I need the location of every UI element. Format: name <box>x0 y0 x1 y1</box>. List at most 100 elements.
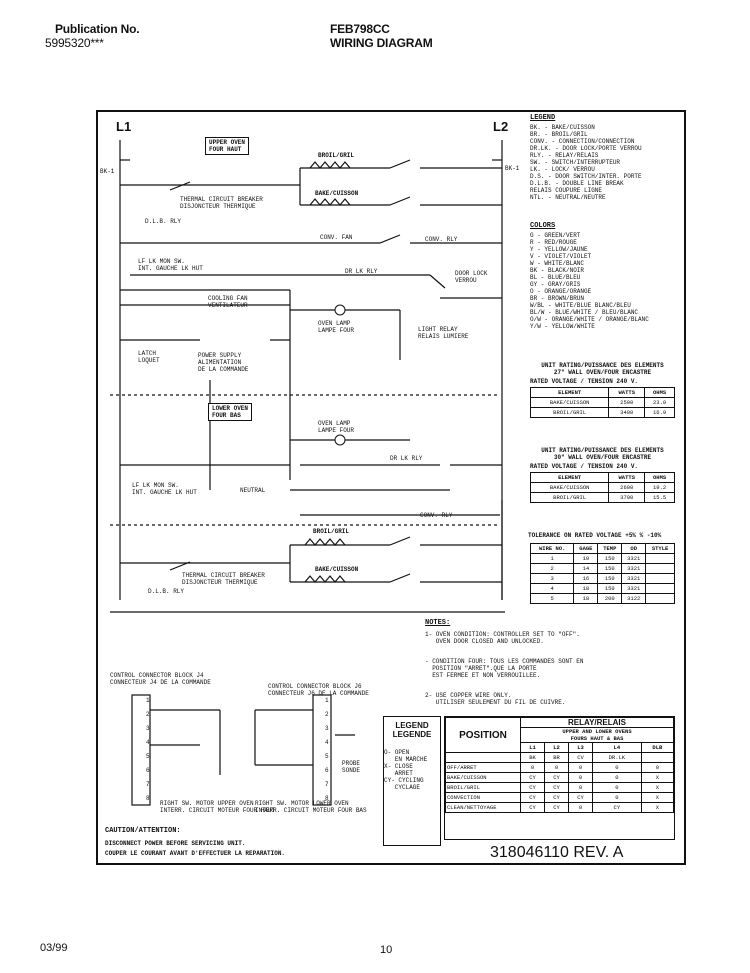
relay-cell: 0 <box>568 772 593 783</box>
color-entry: BL - BLUE/BLEU <box>530 274 581 281</box>
caution-line-1: DISCONNECT POWER BEFORE SERVICING UNIT. <box>105 840 246 847</box>
neutral-label: NEUTRAL <box>240 487 266 494</box>
relay-col: L3 <box>568 742 593 753</box>
right-switch-lower-label: RIGHT SW. MOTOR LOWER OVEN INTERR. CIRCU… <box>255 800 367 814</box>
svg-text:2: 2 <box>325 711 329 718</box>
th: WATTS <box>608 472 646 483</box>
svg-text:7: 7 <box>325 781 329 788</box>
relay-row-label: BAKE/CUISSON <box>445 772 521 783</box>
door-lock-relay-lower: DR LK RLY <box>390 455 423 462</box>
relay-col2: BK <box>520 752 545 763</box>
latch-label: LATCH LOQUET <box>138 350 160 364</box>
lower-oven-label: LOWER OVEN FOUR BAS <box>208 403 253 421</box>
td: 2 <box>529 563 575 574</box>
lf-lock-switch-lower: LF LK MON SW. INT. GAUCHE LK HUT <box>132 482 197 496</box>
color-entry: BR - BROWN/BRUN <box>530 295 585 302</box>
ratings-lower-sub: RATED VOLTAGE / TENSION 240 V. <box>530 463 639 470</box>
relay-cell: CY <box>544 772 569 783</box>
td: 4 <box>529 583 575 594</box>
td <box>645 583 675 594</box>
l2-label: L2 <box>493 119 509 134</box>
relay-cell: CY <box>520 782 545 793</box>
td <box>645 593 675 604</box>
bake-label-upper: BAKE/CUISSON <box>315 190 359 197</box>
control-block-upper-label: CONTROL CONNECTOR BLOCK J4 CONNECTEUR J4… <box>110 672 211 686</box>
right-switch-upper-label: RIGHT SW. MOTOR UPPER OVEN INTERR. CIRCU… <box>160 800 276 814</box>
relay-col2: BR <box>544 752 569 763</box>
notes-title: NOTES: <box>425 619 451 627</box>
td: 16 <box>573 573 599 584</box>
relay-cell: CY <box>544 792 569 803</box>
td: BAKE/CUISSON <box>529 482 610 493</box>
light-relay-label: LIGHT RELAY RELAIS LUMIERE <box>418 326 469 340</box>
legend-entry: LK. - LOCK/ VERROU <box>530 166 595 173</box>
svg-text:2: 2 <box>146 711 150 718</box>
relay-col: L1 <box>520 742 545 753</box>
td: BROIL/GRIL <box>529 407 610 418</box>
ratings-upper-title: UNIT RATING/PUISSANCE DES ELEMENTS 27" W… <box>541 362 664 376</box>
note-1: 1- OVEN CONDITION: CONTROLLER SET TO "OF… <box>425 631 580 645</box>
td: 1 <box>529 553 575 564</box>
th: OHMS <box>644 472 675 483</box>
relay-table-box: POSITION RELAY/RELAIS UPPER AND LOWER OV… <box>444 716 675 840</box>
tolerance-note: TOLERANCE ON RATED VOLTAGE +5% % -10% <box>528 532 662 539</box>
position-legend-item: CY- CYCLING <box>384 777 424 784</box>
td: 2600 <box>608 482 646 493</box>
relay-cell: 0 <box>544 762 569 773</box>
td: BAKE/CUISSON <box>529 397 610 408</box>
relay-cell: CY <box>520 802 545 813</box>
td <box>645 563 675 574</box>
relay-cell: X <box>640 772 675 783</box>
legend-entry: RELAIS COUPURE LIGNE <box>530 187 603 194</box>
legend-entry: DR.LK. - DOOR LOCK/PORTE VERROU <box>530 145 642 152</box>
relay-cell: 0 <box>568 802 593 813</box>
td: 3321 <box>621 563 647 574</box>
relay-cell: CY <box>544 782 569 793</box>
td: 3321 <box>621 553 647 564</box>
relay-cell: CY <box>520 792 545 803</box>
svg-text:5: 5 <box>146 753 150 760</box>
position-legend-item: O- OPEN <box>384 749 410 756</box>
broil-label-upper: BROIL/GRIL <box>318 152 355 159</box>
svg-text:1: 1 <box>325 697 329 704</box>
oven-lamp-lower: OVEN LAMP LAMPE FOUR <box>318 420 355 434</box>
relay-cell: CY <box>592 802 642 813</box>
relay-col: L4 <box>592 742 642 753</box>
relay-row-label: CONVECTION <box>445 792 521 803</box>
lf-lock-switch-upper: LF LK MON SW. INT. GAUCHE LK HUT <box>138 258 203 272</box>
ratings-upper-table: UNIT RATING/PUISSANCE DES ELEMENTS 27" W… <box>529 362 675 418</box>
cooling-fan-label: COOLING FAN VENTILATEUR <box>208 295 248 309</box>
note-2: 2- USE COPPER WIRE ONLY. UTILISER SEULEM… <box>425 692 566 706</box>
td: 5 <box>529 593 575 604</box>
control-block-lower-label: CONTROL CONNECTOR BLOCK J6 CONNECTEUR J6… <box>268 683 369 697</box>
bake-label-lower: BAKE/CUISSON <box>315 566 359 573</box>
legend-entry: BK. - BAKE/CUISSON <box>530 124 595 131</box>
color-entry: W/BL - WHITE/BLUE BLANC/BLEU <box>530 302 631 309</box>
lower-oven-text: LOWER OVEN FOUR BAS <box>212 405 249 419</box>
color-entry: BL/W - BLUE/WHITE / BLEU/BLANC <box>530 309 639 316</box>
legend-entry: RLY. - RELAY/RELAIS <box>530 152 599 159</box>
conv-fan-label: CONV. FAN <box>320 234 353 241</box>
model-number: FEB798CC <box>330 22 390 36</box>
position-legend-title: LEGEND LEGENDE <box>392 721 432 739</box>
legend-entry: SW. - SWITCH/INTERRUPTEUR <box>530 159 621 166</box>
svg-text:6: 6 <box>146 767 150 774</box>
td: 18 <box>573 583 599 594</box>
position-header: POSITION <box>445 717 521 753</box>
color-entry: W - WHITE/BLANC <box>530 260 585 267</box>
ratings-lower-table: UNIT RATING/PUISSANCE DES ELEMENTS 30" W… <box>529 447 675 503</box>
td: 3400 <box>608 407 646 418</box>
td: 2500 <box>608 397 646 408</box>
td: 150 <box>597 583 623 594</box>
bk1-right-label: BK-1 <box>505 165 520 172</box>
svg-text:5: 5 <box>325 753 329 760</box>
th: TEMP <box>597 543 623 554</box>
th: OHMS <box>644 387 675 398</box>
relay-row-label: BROIL/GRIL <box>445 782 521 793</box>
position-legend-item: CYCLAGE <box>384 784 421 791</box>
color-entry: V - VIOLET/VIOLET <box>530 253 592 260</box>
relay-cell: CY <box>520 772 545 783</box>
relay-row-label: CLEAN/NETTOYAGE <box>445 802 521 813</box>
relay-cell: 0 <box>592 762 642 773</box>
